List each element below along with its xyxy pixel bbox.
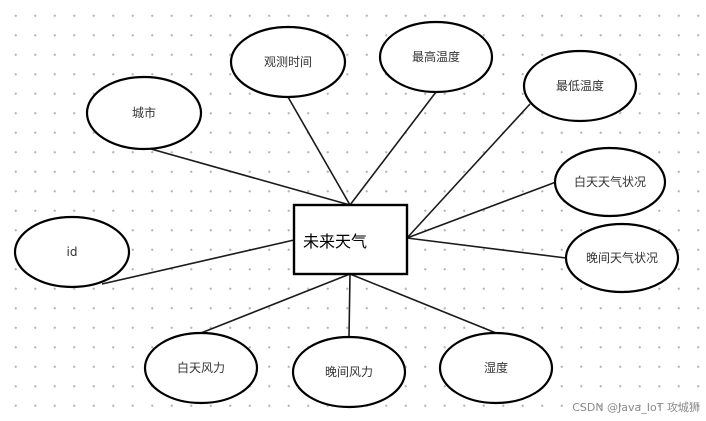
edges xyxy=(101,91,567,338)
edge-max-temp xyxy=(349,91,437,206)
attribute-ellipse-min-temp xyxy=(522,49,638,123)
edge-observation-time xyxy=(287,96,351,206)
attribute-ellipse-city xyxy=(85,75,203,151)
attribute-label-min-temp: 最低温度 xyxy=(556,78,604,93)
edge-day-wind xyxy=(200,273,351,334)
attribute-max-temp: 最高温度 xyxy=(378,20,494,94)
attribute-label-observation-time: 观测时间 xyxy=(264,55,312,69)
attribute-label-night-wind: 晚间风力 xyxy=(325,365,373,379)
attribute-id: id xyxy=(13,215,131,289)
attribute-ellipse-observation-time xyxy=(229,25,347,99)
attribute-label-day-condition: 白天天气状况 xyxy=(574,174,646,189)
edge-min-temp xyxy=(406,103,531,239)
entity-label: 未来天气 xyxy=(303,232,367,251)
attribute-night-condition: 晚间天气状况 xyxy=(564,222,680,294)
edge-humidity xyxy=(349,273,497,334)
attribute-label-id: id xyxy=(67,245,78,259)
attribute-day-condition: 白天天气状况 xyxy=(553,146,667,218)
attribute-observation-time: 观测时间 xyxy=(229,25,347,99)
attribute-min-temp: 最低温度 xyxy=(522,49,638,123)
attribute-label-max-temp: 最高温度 xyxy=(412,49,460,64)
entity-box xyxy=(292,203,409,276)
edge-night-wind xyxy=(348,273,351,338)
watermark: CSDN @Java_IoT 攻城狮 xyxy=(572,401,700,414)
attribute-label-day-wind: 白天风力 xyxy=(177,360,225,375)
attribute-ellipse-day-wind xyxy=(143,331,259,405)
attribute-city: 城市 xyxy=(85,75,203,151)
attribute-label-night-condition: 晚间天气状况 xyxy=(586,250,658,265)
attribute-day-wind: 白天风力 xyxy=(143,331,259,405)
attribute-ellipse-night-condition xyxy=(564,222,680,294)
edge-city xyxy=(143,146,351,206)
entity: 未来天气 xyxy=(292,203,409,276)
attribute-ellipse-night-wind xyxy=(291,335,407,409)
attribute-ellipse-day-condition xyxy=(553,146,667,218)
attribute-label-humidity: 湿度 xyxy=(484,360,508,375)
attribute-label-city: 城市 xyxy=(132,105,156,120)
edge-night-condition xyxy=(406,237,567,259)
attribute-ellipse-id xyxy=(13,215,131,289)
attribute-ellipse-humidity xyxy=(438,331,554,405)
edge-id xyxy=(101,239,295,285)
attribute-humidity: 湿度 xyxy=(438,331,554,405)
edge-day-condition xyxy=(406,181,557,239)
attribute-ellipse-max-temp xyxy=(378,20,494,94)
attribute-night-wind: 晚间风力 xyxy=(291,335,407,409)
